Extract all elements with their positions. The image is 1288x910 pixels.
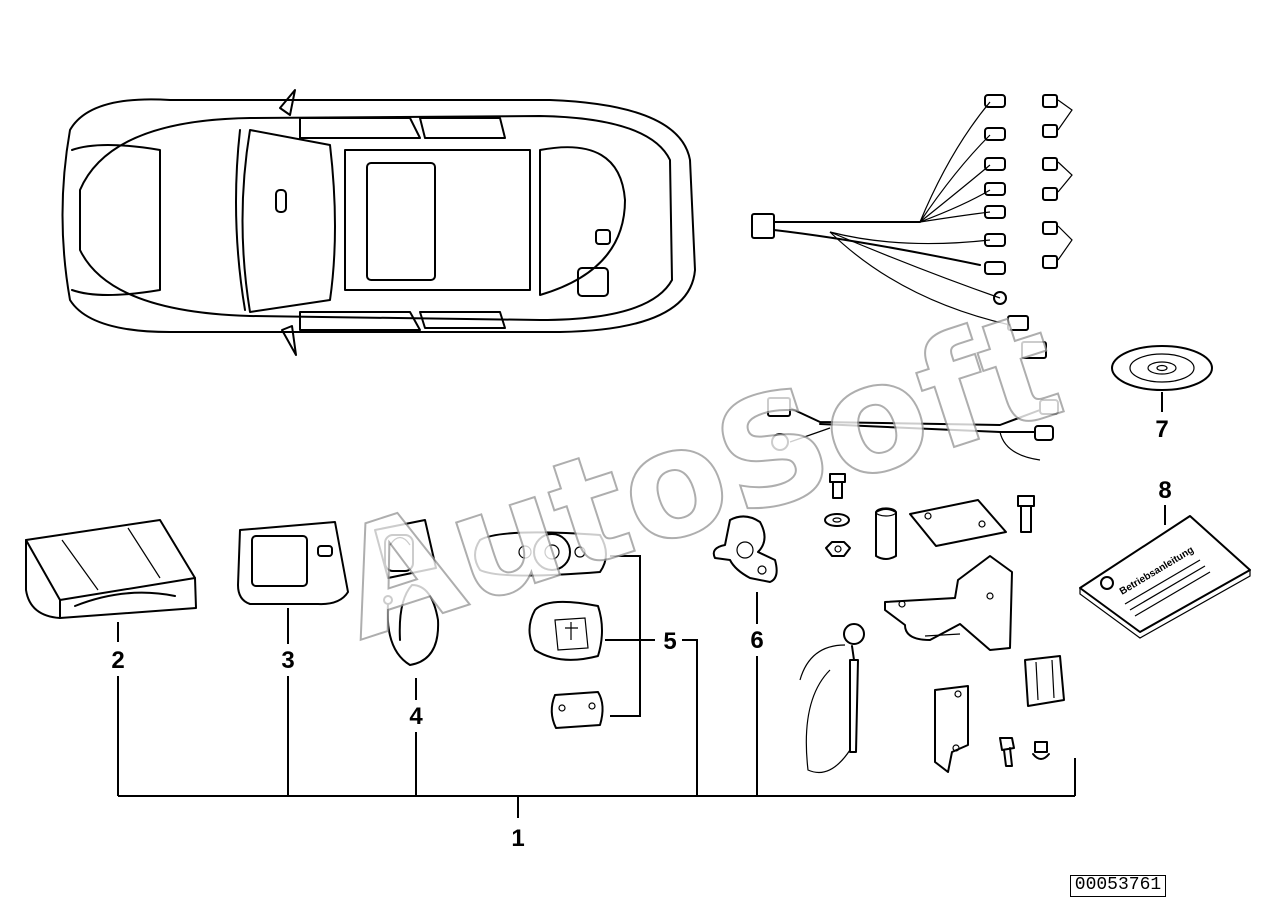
callout-2: 2 xyxy=(111,647,124,674)
manual-label: Betriebsanleitung xyxy=(1118,545,1196,598)
callout-4: 4 xyxy=(409,703,423,730)
callout-6: 6 xyxy=(750,627,763,654)
callout-8: 8 xyxy=(1158,477,1171,504)
handset-cradle-set xyxy=(474,531,698,796)
antenna-holder xyxy=(712,515,778,624)
microphone xyxy=(374,519,440,700)
control-unit xyxy=(25,519,197,642)
assembly-leader-lines xyxy=(117,656,1076,818)
car-top-view xyxy=(61,89,696,356)
display-unit xyxy=(237,521,349,644)
watermark: AutoSoft xyxy=(317,278,1080,674)
owners-manual: Betriebsanleitung xyxy=(1079,505,1251,639)
callout-1: 1 xyxy=(511,825,524,852)
callout-5: 5 xyxy=(663,628,676,655)
mounting-hardware xyxy=(799,473,1065,774)
callout-3: 3 xyxy=(281,647,294,674)
wiring-harness xyxy=(751,94,1073,461)
reference-number: 00053761 xyxy=(1070,875,1166,897)
callout-7: 7 xyxy=(1155,416,1168,443)
cd-disc xyxy=(1111,345,1213,412)
